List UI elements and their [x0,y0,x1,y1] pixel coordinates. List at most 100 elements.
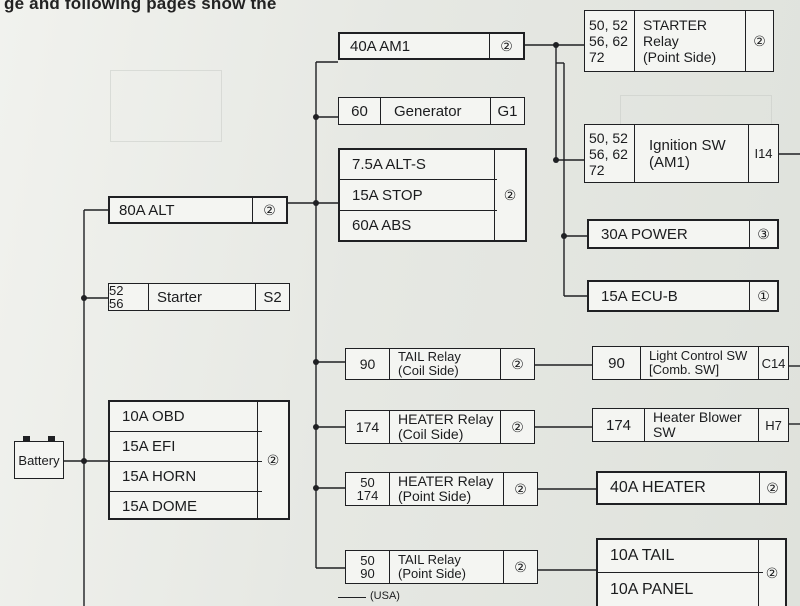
ignition-sw-label-line: Ignition SW [649,136,726,154]
tail-relay-point-label-line: (Point Side) [398,566,466,581]
usa-legend-line [338,597,366,598]
starter-pin-52: 52 [109,283,124,298]
ignition-sw-pin-row: 50, 52 [589,129,628,146]
heater-relay-point-label-line: (Point Side) [398,488,472,504]
light-control-sw-label: Light Control SW [Comb. SW] [641,347,758,379]
fuse-10a-obd: 10A OBD [110,402,262,432]
battery-label: Battery [18,452,60,468]
light-control-sw-box: 90 Light Control SW [Comb. SW] C14 [592,346,789,380]
starter-relay-label: STARTER Relay (Point Side) [635,11,745,71]
page-header-text: ge and following pages show the [4,0,277,13]
heater-blower-sw-label: Heater Blower SW [645,409,758,441]
tail-relay-point-pin: 90 [360,566,375,581]
heater-relay-point-pins: 50 174 [346,473,390,505]
heater-relay-point-box: 50 174 HEATER Relay (Point Side) ② [345,472,538,506]
battery-terminal-icon [23,436,30,441]
tail-relay-point-pins: 50 90 [346,551,390,583]
fuse-10a-panel: 10A PANEL [610,580,694,598]
light-control-sw-pin: 90 [593,347,641,379]
fuse-40a-heater: 40A HEATER ② [596,471,787,505]
fuse-15a-ecu-b: 15A ECU-B ① [587,280,779,312]
heater-relay-coil-box: 174 HEATER Relay (Coil Side) ② [345,410,535,444]
tail-relay-coil-number: ② [500,349,534,379]
tail-relay-coil-label-line: TAIL Relay [398,349,461,364]
fuse-10a-tail: 10A TAIL [598,540,763,573]
ignition-sw-code: I14 [748,125,778,182]
fuse-30a-power-label: 30A POWER [601,225,688,243]
fuse-group-middle-number: ② [494,150,525,240]
fuse-15a-stop: 15A STOP [340,180,497,211]
heater-relay-coil-label: HEATER Relay (Coil Side) [390,411,500,443]
tail-relay-point-label: TAIL Relay (Point Side) [390,551,503,583]
heater-relay-point-pin: 174 [356,488,379,503]
light-control-sw-label-line: [Comb. SW] [649,362,720,377]
heater-relay-coil-label-line: HEATER Relay [398,411,494,427]
light-control-sw-code: C14 [758,347,788,379]
fuse-40a-heater-label: 40A HEATER [610,479,706,496]
fuse-60a-abs: 60A ABS [352,217,412,234]
light-control-sw-label-line: Light Control SW [649,348,748,363]
fuse-15a-ecu-b-number: ① [749,282,777,310]
ignition-sw-pins: 50, 52 56, 62 72 [585,125,635,182]
starter-relay-pins: 50, 52 56, 62 72 [585,11,635,71]
heater-blower-sw-pin: 174 [593,409,645,441]
ignition-sw-label: Ignition SW (AM1) [635,125,748,182]
starter-pins: 52 56 [109,284,149,310]
ignition-sw-pin-row: 72 [589,161,605,178]
fuse-80a-alt-label: 80A ALT [119,201,175,219]
heater-blower-sw-code: H7 [758,409,788,441]
starter-pin-56: 56 [109,296,124,311]
starter-relay-box: 50, 52 56, 62 72 STARTER Relay (Point Si… [584,10,774,72]
starter-label: Starter [157,288,203,306]
heater-relay-point-number: ② [503,473,537,505]
heater-blower-sw-label-line: Heater Blower [653,409,742,425]
fuse-40a-am1-number: ② [489,34,523,58]
fuse-30a-power-number: ③ [749,221,777,247]
fuse-group-middle: 7.5A ALT-S 15A STOP 60A ABS ② [338,148,527,242]
heater-blower-sw-box: 174 Heater Blower SW H7 [592,408,789,442]
tail-relay-coil-label: TAIL Relay (Coil Side) [390,349,500,379]
heater-relay-point-label-line: HEATER Relay [398,473,494,489]
heater-relay-coil-number: ② [500,411,534,443]
heater-relay-coil-pin: 174 [346,411,390,443]
generator-box: 60 Generator G1 [338,97,525,125]
fuse-40a-am1: 40A AM1 ② [338,32,525,60]
heater-relay-point-pin: 50 [360,475,375,490]
usa-footnote: (USA) [370,590,400,602]
generator-label: Generator [394,102,462,120]
tail-relay-point-box: 50 90 TAIL Relay (Point Side) ② [345,550,538,584]
tail-relay-coil-pin: 90 [346,349,390,379]
fuse-80a-alt: 80A ALT ② [108,196,288,224]
fuse-40a-heater-number: ② [759,473,785,503]
fuse-80a-alt-number: ② [252,198,286,222]
fuse-7-5a-alt-s: 7.5A ALT-S [340,150,497,180]
heater-blower-sw-label-line: SW [653,424,676,440]
tail-relay-point-number: ② [503,551,537,583]
generator-pin: 60 [339,98,381,124]
battery-terminal-icon [48,436,55,441]
tail-relay-point-label-line: TAIL Relay [398,552,461,567]
fuse-15a-ecu-b-label: 15A ECU-B [601,287,678,305]
starter-box: 52 56 Starter S2 [108,283,290,311]
starter-relay-pin-row: 56, 62 [589,33,628,49]
background-connector-sketch [110,70,222,142]
fuse-40a-am1-label: 40A AM1 [350,37,411,55]
fuse-group-left: 10A OBD 15A EFI 15A HORN 15A DOME ② [108,400,290,520]
starter-relay-pin-row: 72 [589,49,605,65]
heater-relay-coil-label-line: (Coil Side) [398,426,464,442]
fuse-30a-power: 30A POWER ③ [587,219,779,249]
ignition-sw-box: 50, 52 56, 62 72 Ignition SW (AM1) I14 [584,124,779,183]
heater-relay-point-label: HEATER Relay (Point Side) [390,473,503,505]
starter-relay-label-line: Relay [643,33,679,49]
fuse-group-tail-panel: 10A TAIL 10A PANEL ② [596,538,787,606]
ignition-sw-label-line: (AM1) [649,153,690,171]
ignition-sw-pin-row: 56, 62 [589,145,628,162]
tail-relay-coil-box: 90 TAIL Relay (Coil Side) ② [345,348,535,380]
starter-relay-label-line: (Point Side) [643,49,717,65]
starter-relay-number: ② [745,11,773,71]
starter-relay-pin-row: 50, 52 [589,17,628,33]
tail-relay-point-pin: 50 [360,553,375,568]
fuse-15a-efi: 15A EFI [110,432,262,462]
